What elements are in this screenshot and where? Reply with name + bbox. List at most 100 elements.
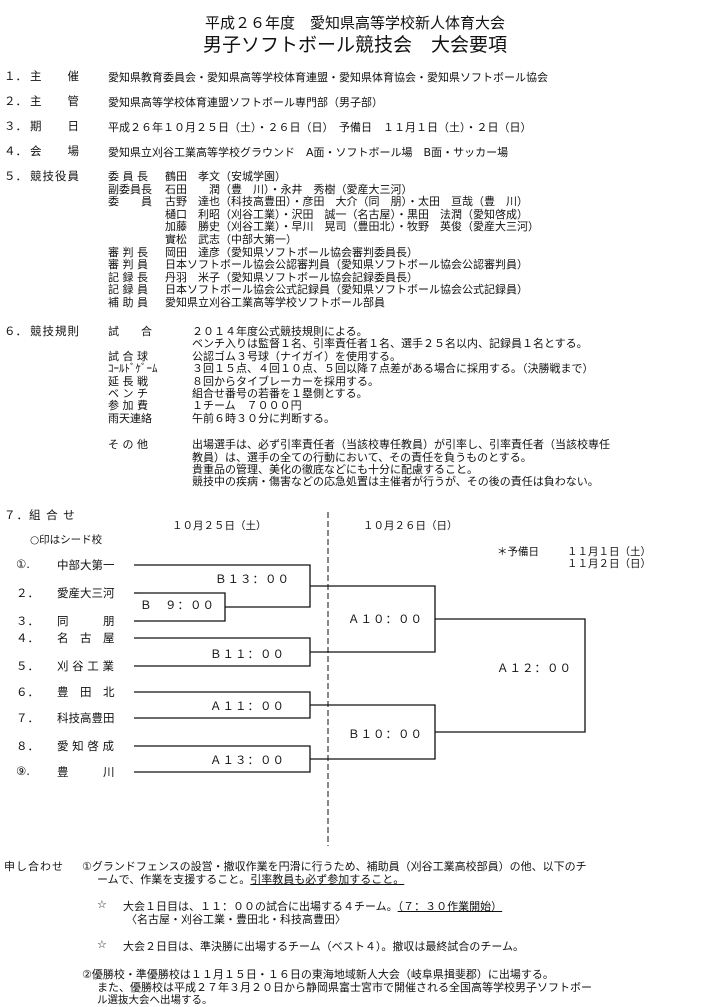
rule-text: 競技中の疾病・傷害などの応急処置は主催者が行うが、その後の責任は負わない。 [192, 475, 599, 489]
star-1-teams: 〈名古屋・刈谷工業・豊田北・科技高豊田〉 [126, 913, 346, 926]
section-1-number: １． [4, 69, 27, 83]
rule-text: 公認ゴム３号球（ナイガイ）を使用する。 [192, 349, 401, 363]
note-2-line-2: また、優勝校は平成２７年３月２０日から静岡県富士宮市で開催される全国高等学校男子… [97, 981, 592, 994]
rule-text: １チーム ７０００円 [192, 399, 302, 413]
game-a13: Ａ１３：００ [210, 753, 285, 767]
rule-text: 教員）は、選手の全ての行動において、その責任を負うものとする。 [192, 450, 532, 464]
star-1: ☆ [97, 898, 107, 911]
game-a11: Ａ１１：００ [210, 699, 285, 713]
star-2-text: 大会２日目は、準決勝に出場するチーム（ベスト４）。撤収は最終試合のチーム。 [123, 940, 525, 953]
bracket-heading: ７．組 合 せ [4, 508, 76, 522]
note-2-line-1: ②優勝校・準優勝校は１１月１５日・１６日の東海地域新人大会（岐阜県揖斐郡）に出場… [82, 968, 554, 981]
team-number: ７． [16, 711, 39, 725]
official-role: 審 判 長 [108, 245, 148, 259]
title-line-1: 平成２６年度 愛知県高等学校新人体育大会 [204, 14, 505, 32]
team-name: 名 古 屋 [57, 631, 115, 645]
section-6-number: ６． [4, 324, 27, 338]
section-5-number: ５． [4, 169, 27, 183]
rule-role: ベ ン チ [108, 387, 148, 400]
note-1-line-2: ームで、作業を支援すること。引率教員も必ず参加すること。 [97, 871, 404, 887]
official-role: 委 員 [108, 195, 152, 209]
official-text: 古野 達也（科技高豊田）・彦田 大介（同 朋）・太田 亘哉（豊 川） [165, 195, 528, 209]
section-5-label: 競技役員 [30, 169, 80, 183]
rule-role: 試 合 球 [108, 349, 148, 363]
official-text: 石田 潤（豊 川）・永井 秀樹（愛産大三河） [165, 182, 413, 196]
rule-role: 試 合 [108, 325, 152, 338]
rule-text: 組合せ番号の若番を１塁側とする。 [192, 387, 368, 400]
reserve-day-1: １１月１日（土） [567, 546, 651, 558]
team-number: ３． [16, 614, 39, 628]
section-4-text: 愛知県立刈谷工業高等学校グラウンド A面・ソフトボール場 B面・サッカー場 [108, 146, 509, 159]
team-number: ８． [16, 739, 39, 753]
note-1-line-2-text: ームで、作業を支援すること。 [97, 873, 251, 886]
section-3-label: 期 日 [30, 119, 80, 133]
title-line-2: 男子ソフトボール競技会 大会要項 [202, 34, 507, 56]
official-text: 加藤 勝史（刈谷工業）・早川 晃司（豊田北）・牧野 英俊（愛産大三河） [165, 220, 539, 234]
team-name: 同 朋 [57, 614, 115, 628]
official-text: 愛知県立刈谷工業高等学校ソフトボール部員 [165, 296, 385, 309]
section-4-label: 会 場 [30, 144, 80, 158]
section-1-label: 主 催 [30, 69, 80, 83]
star-1-text: 大会１日目は、１１：００の試合に出場する４チーム。 [123, 900, 398, 913]
section-2-label: 主 管 [30, 94, 80, 108]
rule-text: ２０１４年度公式競技規則による。 [192, 325, 368, 338]
note-1-emphasis: 引率教員も必ず参加すること。 [250, 873, 405, 886]
seed-note: ○印はシード校 [30, 534, 103, 546]
official-role: 副委員長 [108, 182, 152, 196]
game-b13: Ｂ１３：００ [215, 572, 290, 586]
official-text: 日本ソフトボール協会公式記録員（愛知県ソフトボール協会公式記録員） [165, 283, 528, 297]
team-number: ２． [16, 586, 39, 600]
rule-text: 出場選手は、必ず引率責任者（当該校専任教員）が引率し、引率責任者（当該校専任 [192, 438, 610, 452]
star-1-line: 大会１日目は、１１：００の試合に出場する４チーム。（７：３０作業開始） [123, 898, 502, 914]
official-text: 日本ソフトボール協会公認審判員（愛知県ソフトボール協会公認審判員） [165, 258, 528, 272]
team-name: 愛 知 啓 成 [57, 739, 114, 753]
rule-role: 延 長 戦 [108, 374, 148, 388]
team-name: 豊 田 北 [57, 685, 115, 699]
official-role: 委 員 長 [108, 170, 148, 183]
game-a10: Ａ１０：００ [348, 612, 423, 626]
section-4-number: ４． [4, 144, 27, 158]
official-role: 審 判 員 [108, 258, 148, 272]
game-a12: Ａ１２：００ [497, 661, 572, 675]
star-2: ☆ [97, 938, 107, 951]
section-6-label: 競技規則 [30, 324, 80, 338]
reserve-label: ＊予備日 [497, 546, 539, 558]
official-role: 記 録 長 [108, 270, 148, 284]
team-name: 豊 川 [57, 765, 115, 779]
official-role: 補 助 員 [108, 296, 148, 309]
team-number: ⑨. [16, 764, 30, 778]
rule-text: ３回１５点、４回１０点、５回以降７点差がある場合に採用する。（決勝戦まで） [192, 362, 594, 376]
game-b11: Ｂ１１：００ [210, 647, 285, 661]
reserve-day-2: １１月２日（日） [567, 558, 651, 570]
section-3-number: ３． [4, 119, 27, 133]
section-1-text: 愛知県教育委員会・愛知県高等学校体育連盟・愛知県体育協会・愛知県ソフトボール協会 [108, 71, 548, 84]
game-b10: Ｂ１０：００ [348, 727, 423, 741]
rule-role: 雨天連絡 [108, 411, 152, 425]
day2-label: １０月２６日（日） [363, 520, 458, 532]
star-1-time: （７：３０作業開始） [397, 900, 503, 913]
game-b9: Ｂ ９：００ [140, 598, 215, 612]
official-text: 岡田 達彦（愛知県ソフトボール協会審判委員長） [165, 245, 418, 259]
team-number: ６． [16, 685, 39, 699]
rule-text: 貴重品の管理、美化の徹底などにも十分に配慮すること。 [192, 463, 478, 476]
team-name: 愛産大三河 [57, 586, 115, 600]
rule-text: ベンチ入りは監督１名、引率責任者１名、選手２５名以内、記録員１名とする。 [192, 337, 588, 351]
rule-text: 午前６時３０分に判断する。 [192, 411, 335, 425]
official-role: 記 録 員 [108, 283, 148, 297]
rule-text: ８回からタイブレーカーを採用する。 [192, 374, 379, 388]
section-2-number: ２． [4, 94, 27, 108]
notes-label: 申し合わせ [4, 860, 64, 873]
day1-label: １０月２５日（土） [172, 520, 267, 532]
official-text: 鶴田 孝文（安城学園） [165, 170, 286, 183]
rule-role: ｺｰﾙﾄﾞｹﾞｰﾑ [108, 362, 158, 376]
note-1-line-1: ①グランドフェンスの設営・撤収作業を円滑に行うため、補助員（刈谷工業高校部員）の… [82, 860, 587, 873]
official-text: 丹羽 米子（愛知県ソフトボール協会記録委員長） [165, 270, 418, 284]
section-3-text: 平成２６年１０月２５日（土）・２６日（日） 予備日 １１月１日（土）・２日（日） [108, 121, 532, 134]
team-name: 中部大第一 [57, 558, 115, 572]
team-number: ４． [16, 631, 39, 645]
official-text: 樋口 利昭（刈谷工業）・沢田 誠一（名古屋）・黒田 法潤（愛知啓成） [165, 207, 528, 221]
team-name: 刈 谷 工 業 [57, 659, 114, 673]
section-2-text: 愛知県高等学校体育連盟ソフトボール専門部（男子部） [108, 96, 383, 109]
note-2-line-3: ル選抜大会へ出場する。 [97, 994, 213, 1006]
